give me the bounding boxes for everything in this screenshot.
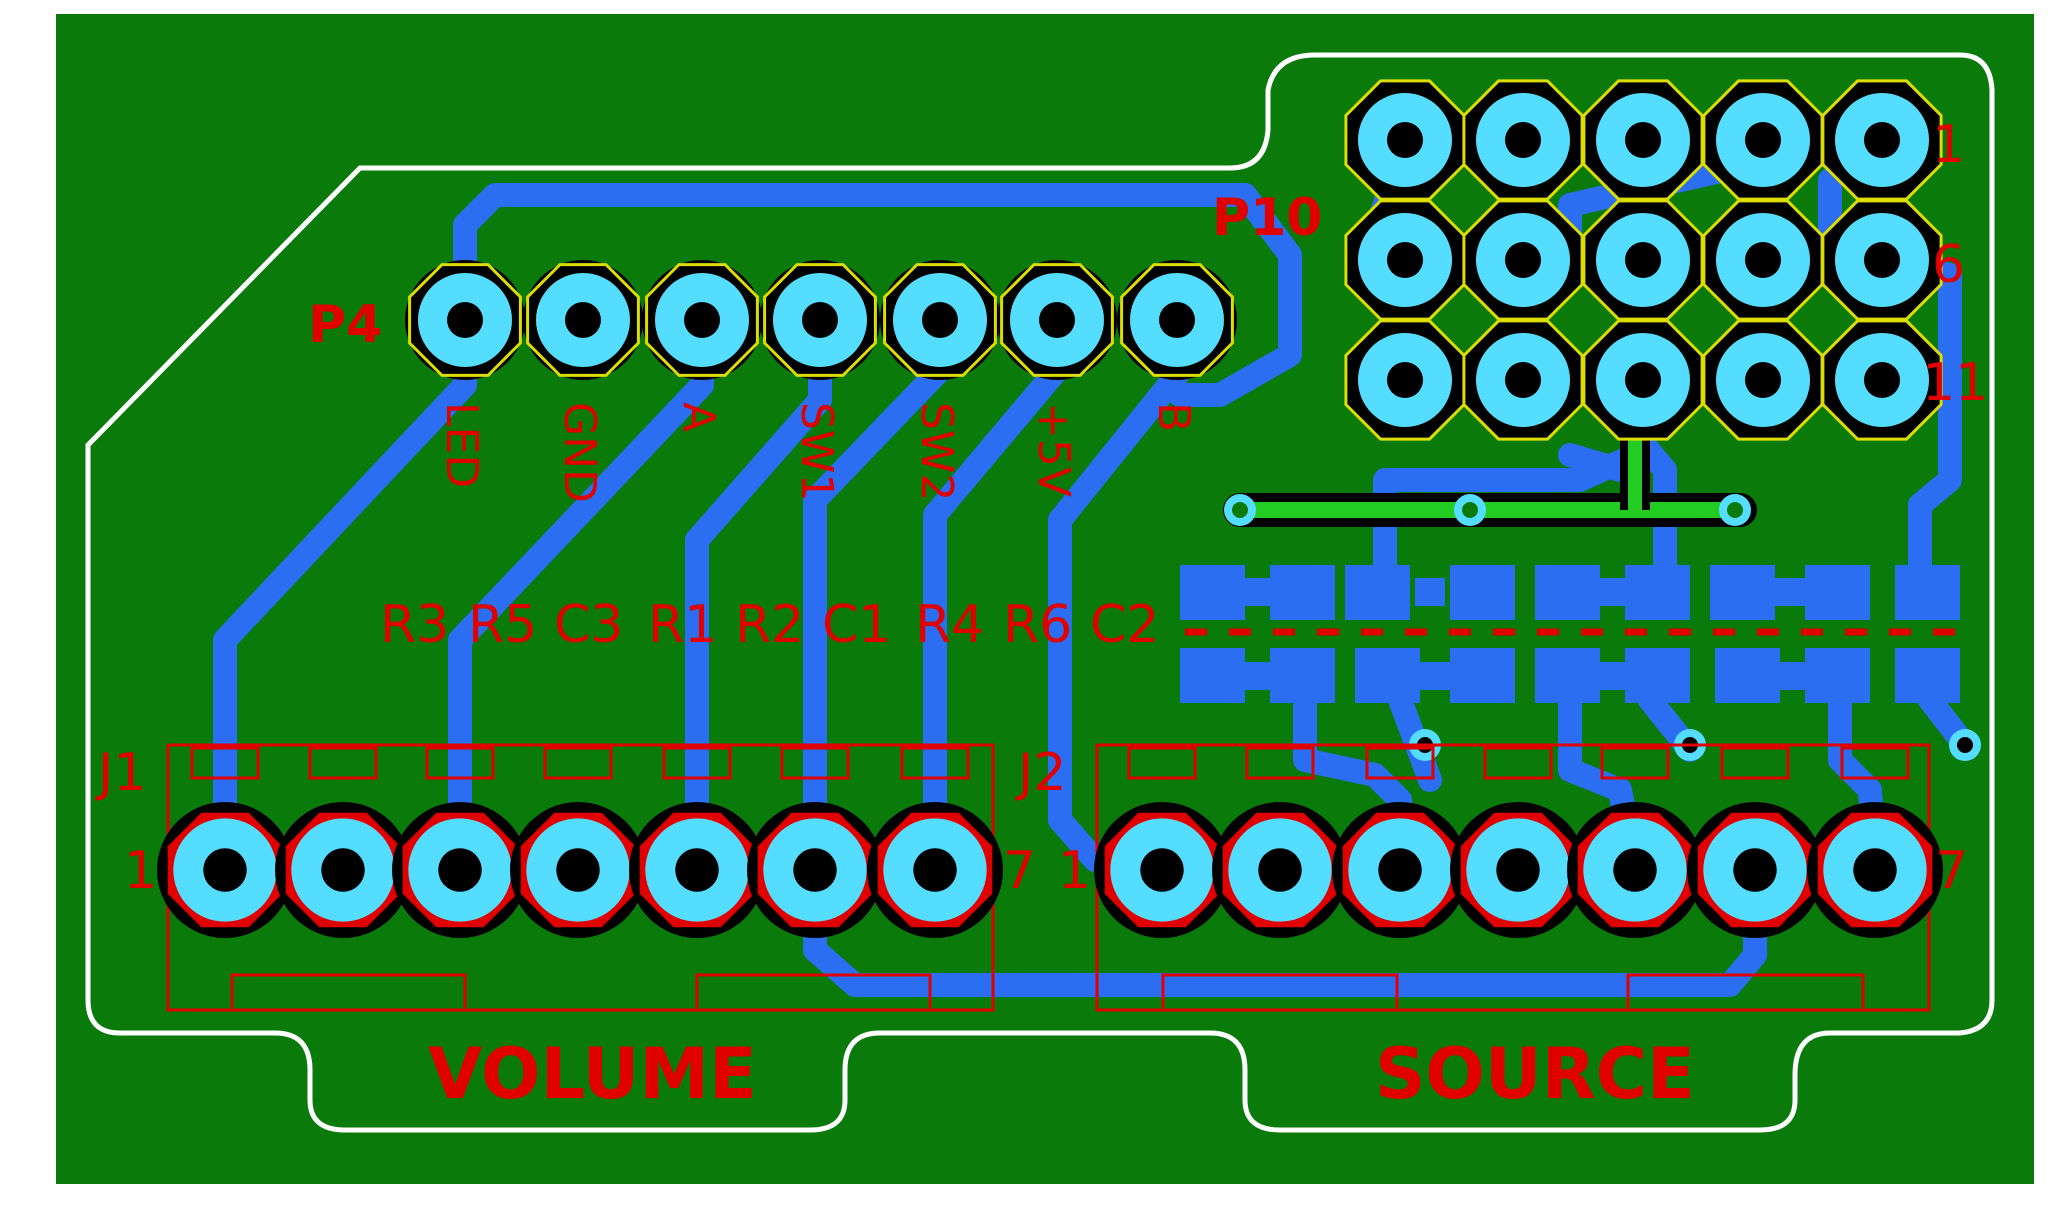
j1-tabs [190, 746, 970, 780]
j2-tabs [1127, 746, 1910, 780]
smd-pad [1180, 565, 1245, 620]
p10-pin6-label: 6 [1932, 235, 1965, 295]
j1-pad-6 [747, 802, 883, 938]
j1-pad-5 [629, 802, 765, 938]
p4-pin-label-1: LED [436, 402, 487, 488]
volume-label: VOLUME [428, 1033, 757, 1115]
j2-pin1-label: 1 [1058, 841, 1091, 901]
smd-pad [1270, 565, 1335, 620]
j1-pad-3 [392, 802, 528, 938]
j1-pad-1 [157, 802, 293, 938]
p4-pad-7 [1120, 263, 1234, 377]
designator-r6: R6 [1003, 595, 1072, 655]
smd-pad [1710, 565, 1775, 620]
j1-ref-label: J1 [95, 743, 146, 803]
p4-pad-4 [763, 263, 877, 377]
j2-pin7-label: 7 [1935, 841, 1968, 901]
j2-pad-7 [1807, 802, 1943, 938]
p10-pin1-label: 1 [1932, 115, 1965, 175]
p4-pin-label-2: GND [554, 402, 605, 503]
p4-pad-5 [883, 263, 997, 377]
smd-pad [1625, 565, 1690, 620]
p4-pad-2 [526, 263, 640, 377]
smd-pad [1805, 565, 1870, 620]
designator-r1: R1 [648, 595, 717, 655]
designator-r2: R2 [735, 595, 804, 655]
smd-pad [1450, 648, 1515, 703]
smd-pad [1895, 648, 1960, 703]
p10-pad-7 [1462, 199, 1584, 321]
smd-pad [1355, 648, 1420, 703]
p10-pad-9 [1702, 199, 1824, 321]
designator-c3: C3 [554, 595, 623, 655]
p10-pad-8 [1582, 199, 1704, 321]
j2-pad-5 [1567, 802, 1703, 938]
j2-pad-1 [1094, 802, 1230, 938]
p10-pad-1 [1344, 79, 1466, 201]
p4-header [405, 260, 1237, 380]
j2-connector [1094, 802, 1943, 938]
j2-pad-3 [1332, 802, 1468, 938]
component-designators: R3 R5 C3 R1 R2 C1 R4 R6 C2 [380, 595, 1159, 655]
p4-pad-6 [1000, 263, 1114, 377]
smd-pad [1895, 565, 1960, 620]
smd-pads [1180, 565, 1960, 703]
p4-pad-3 [645, 263, 759, 377]
j2-pad-2 [1212, 802, 1348, 938]
smd-pad [1625, 648, 1690, 703]
p10-pad-15 [1821, 319, 1943, 441]
smd-pad [1535, 565, 1600, 620]
p10-pad-5 [1821, 79, 1943, 201]
p10-pad-13 [1582, 319, 1704, 441]
j2-ref-label: J2 [1015, 743, 1066, 803]
p10-pad-3 [1582, 79, 1704, 201]
p4-pin-label-5: SW2 [911, 402, 962, 501]
j1-pad-2 [275, 802, 411, 938]
smd-pad [1535, 648, 1600, 703]
via [1454, 494, 1486, 526]
board-outline [85, 52, 1995, 1133]
smd-pad [1180, 648, 1245, 703]
designator-r4: R4 [915, 595, 984, 655]
p10-pad-11 [1344, 319, 1466, 441]
vias [1224, 494, 1981, 761]
j1-connector [157, 802, 1003, 938]
p4-pin-label-4: SW1 [791, 402, 842, 501]
j1-pad-7 [867, 802, 1003, 938]
smd-pad [1805, 648, 1870, 703]
p10-pad-14 [1702, 319, 1824, 441]
via [1949, 729, 1981, 761]
p10-pad-4 [1702, 79, 1824, 201]
designator-r3: R3 [380, 595, 449, 655]
smd-pad [1345, 565, 1410, 620]
via [1224, 494, 1256, 526]
p10-ref-label: P10 [1212, 188, 1322, 248]
j1-pin1-label: 1 [124, 841, 157, 901]
designator-c2: C2 [1090, 595, 1159, 655]
p4-pad-1 [408, 263, 522, 377]
p4-pin-labels: LED GND A SW1 SW2 +5V B [436, 402, 1199, 503]
j2-pad-4 [1450, 802, 1586, 938]
p10-header [1344, 79, 1943, 441]
p4-ref-label: P4 [308, 295, 382, 355]
smd-pad [1450, 565, 1515, 620]
p4-pin-label-3: A [673, 402, 724, 432]
via [1719, 494, 1751, 526]
designator-c1: C1 [822, 595, 891, 655]
source-label: SOURCE [1375, 1033, 1695, 1115]
p10-pad-2 [1462, 79, 1584, 201]
p4-pin-label-7: B [1148, 402, 1199, 432]
p10-pin11-label: 11 [1922, 353, 1988, 413]
j1-pin7-label: 7 [1003, 841, 1036, 901]
j1-pad-4 [510, 802, 646, 938]
p4-pin-label-6: +5V [1028, 402, 1079, 497]
designator-r5: R5 [468, 595, 537, 655]
p10-pad-10 [1821, 199, 1943, 321]
smd-pad [1270, 648, 1335, 703]
p10-pad-12 [1462, 319, 1584, 441]
smd-pad [1715, 648, 1780, 703]
j2-pad-6 [1687, 802, 1823, 938]
p10-pad-6 [1344, 199, 1466, 321]
